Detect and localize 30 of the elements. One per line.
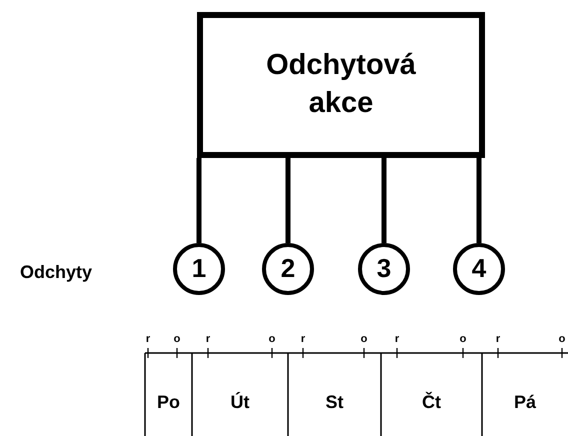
connector-line [286,158,290,243]
tick-label: o [174,333,180,345]
day-label: Čt [422,391,441,414]
tick-label: r [146,333,150,345]
day-label: Po [156,391,180,414]
tick-label: o [268,333,276,345]
row-label: Odchyty [20,262,92,283]
connector-line [382,158,386,243]
connector-line [196,158,202,243]
tick-label: r [300,333,306,345]
circle-number: 1 [192,252,206,286]
numbered-circle [358,243,410,295]
tick-label: o [460,333,466,345]
numbered-circle [262,243,314,295]
tick-label: r [206,333,210,345]
numbered-circle [173,243,225,295]
day-label: Út [230,391,250,414]
circle-number: 3 [376,252,392,286]
tick-label: o [360,333,368,345]
numbered-circle [453,243,505,295]
circle-number: 4 [472,252,486,286]
day-label: Pá [514,391,536,414]
connector-line [476,158,482,243]
tick-label: r [394,333,400,345]
process-box [197,12,485,158]
tick-label: r [496,333,500,345]
circle-number: 2 [280,252,296,286]
tick-label: o [558,333,566,345]
box-label: Odchytová akce [265,48,417,121]
day-label: St [326,391,344,414]
